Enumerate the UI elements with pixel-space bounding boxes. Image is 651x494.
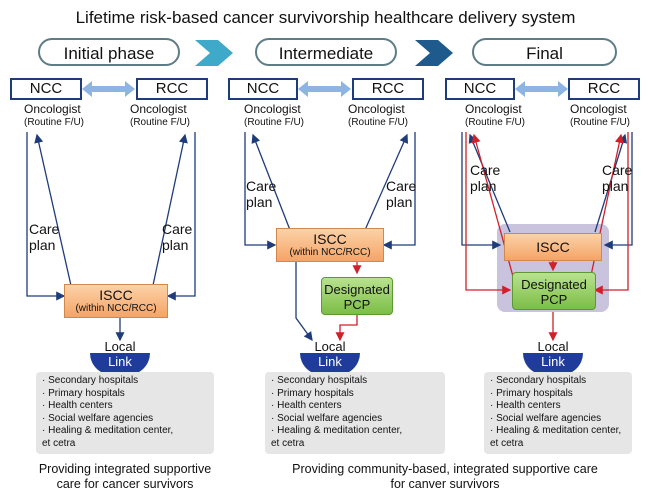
- iscc-box-final: ISCC: [504, 233, 602, 261]
- chevron-2: [415, 40, 453, 66]
- facility-list-intermediate: · Secondary hospitals· Primary hospitals…: [265, 372, 445, 454]
- oncologist-rcc-initial: Oncologist(Routine F/U): [130, 102, 191, 129]
- link-badge: Link: [523, 353, 583, 375]
- rcc-box-initial: RCC: [136, 78, 208, 100]
- facility-list-initial: · Secondary hospitals· Primary hospitals…: [36, 372, 214, 454]
- ncc-box-final: NCC: [445, 78, 515, 100]
- diagram-title: Lifetime risk-based cancer survivorship …: [75, 8, 576, 27]
- link-badge: Link: [300, 353, 360, 375]
- rcc-box-final: RCC: [568, 78, 640, 100]
- caption-later: Providing community-based, integrated su…: [292, 462, 598, 491]
- phase-final: Final: [472, 38, 617, 66]
- iscc-box-intermediate: ISCC(within NCC/RCC): [276, 228, 384, 262]
- ncc-box-intermediate: NCC: [228, 78, 298, 100]
- rcc-box-intermediate: RCC: [352, 78, 424, 100]
- facility-list-final: · Secondary hospitals· Primary hospitals…: [484, 372, 632, 454]
- link-badge: Link: [90, 353, 150, 375]
- chevron-1: [195, 40, 233, 66]
- oncologist-rcc-intermediate: Oncologist(Routine F/U): [348, 102, 409, 129]
- phase-initial: Initial phase: [38, 38, 180, 66]
- oncologist-ncc-final: Oncologist(Routine F/U): [465, 102, 526, 129]
- ncc-box-initial: NCC: [10, 78, 82, 100]
- oncologist-ncc-intermediate: Oncologist(Routine F/U): [244, 102, 305, 129]
- phase-intermediate: Intermediate: [255, 38, 397, 66]
- iscc-box-initial: ISCC(within NCC/RCC): [64, 284, 168, 318]
- oncologist-ncc-initial: Oncologist(Routine F/U): [24, 102, 85, 129]
- oncologist-rcc-final: Oncologist(Routine F/U): [570, 102, 631, 129]
